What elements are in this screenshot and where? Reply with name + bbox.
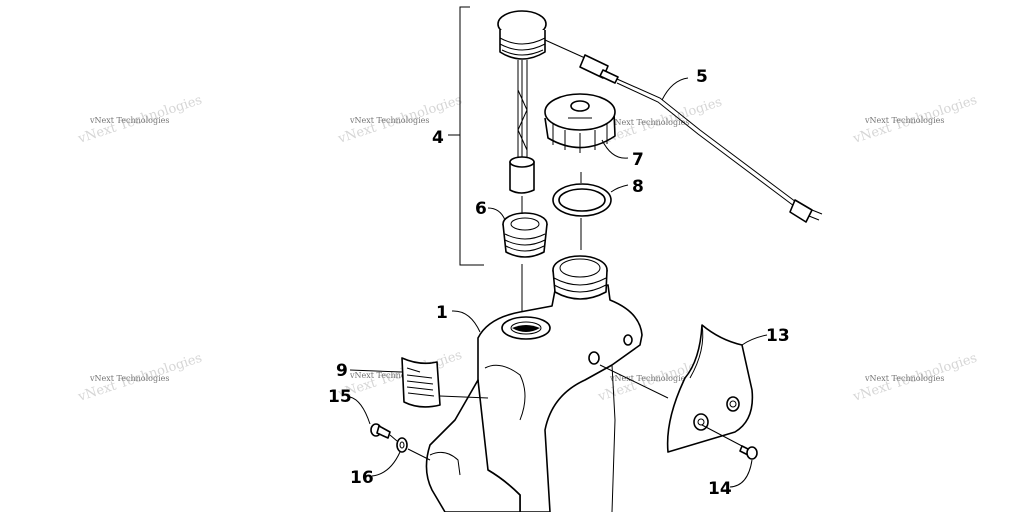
fuel-sender-part [497,10,547,194]
callout-7: 7 [632,150,644,170]
sender-wire [544,39,586,59]
screw-part [739,445,758,460]
callout-4: 4 [432,128,444,148]
gasket-part [552,183,612,217]
callout-labels: 1 4 5 6 7 8 9 13 14 15 16 [328,67,790,499]
callout-6: 6 [475,199,487,219]
callout-16: 16 [350,468,374,488]
callout-14: 14 [708,479,732,499]
watermark-text: vNext Technologies [609,374,689,383]
fuel-cap-part [544,93,616,153]
watermark-text: vNext Technologies [864,116,944,125]
callout-9: 9 [336,361,348,381]
watermark-text: vNext Technologies [349,116,429,125]
warning-label-part [401,357,441,408]
grommet-part [502,212,548,258]
heat-shield-part [666,324,754,453]
watermark-text: vNext Technologies [349,371,429,380]
watermark-text: vNext Technologies [89,374,169,383]
fuel-tank-part [425,255,643,512]
alignment-line [389,434,431,461]
alignment-line [521,172,582,318]
callout-1: 1 [436,303,448,323]
callout-5: 5 [696,67,708,87]
watermark-text: vNext Technologies [89,116,169,125]
wire-harness-part [579,54,823,223]
washer-part [396,437,408,453]
callout-15: 15 [328,387,352,407]
watermark-text: vNext Technologies [864,374,944,383]
callout-13: 13 [766,326,790,346]
assembly-bracket [448,6,484,266]
label-leader-line [439,395,489,399]
alignment-line [599,364,743,447]
callout-8: 8 [632,177,644,197]
screw-part [370,423,391,439]
watermark-text: vNext Technologies [609,118,689,127]
leader-lines [349,77,768,488]
